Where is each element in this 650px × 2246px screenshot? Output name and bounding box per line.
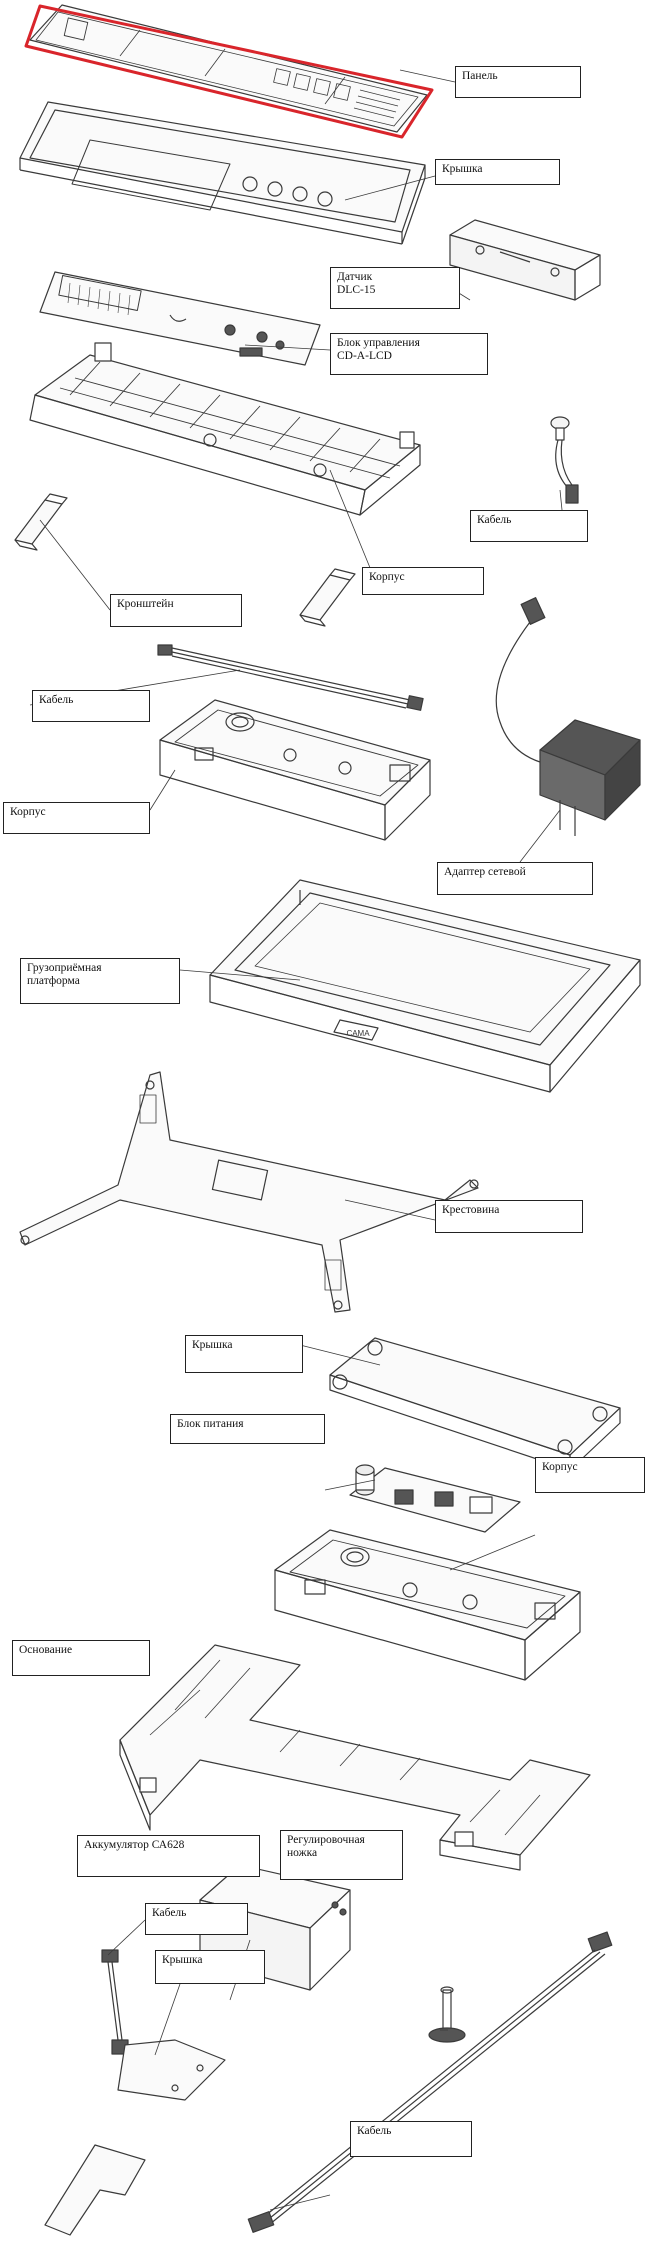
label-cover-small: Крышка: [155, 1950, 265, 1984]
label-cover-lower: Крышка: [185, 1335, 303, 1373]
bracket-left-part: [14, 493, 68, 551]
label-foot: Регулировочная ножка: [280, 1830, 403, 1880]
label-base: Основание: [12, 1640, 150, 1676]
adjustable-foot-part: [428, 1986, 466, 2043]
label-bracket: Кронштейн: [110, 594, 242, 627]
panel-part: [24, 4, 434, 139]
label-cross: Крестовина: [435, 1200, 583, 1233]
sensor-part: [449, 219, 601, 301]
label-housing-lower: Корпус: [535, 1457, 645, 1493]
power-board-part: [349, 1464, 521, 1533]
ribbon-cable-upper-part: [157, 644, 424, 711]
upper-housing-part: [29, 342, 421, 516]
cross-part: [19, 1071, 479, 1313]
label-control-block: Блок управления CD-A-LCD: [330, 333, 488, 375]
label-cable-ribbon-upper: Кабель: [32, 690, 150, 722]
label-housing-upper: Корпус: [362, 567, 484, 595]
lower-cover-part: [329, 1337, 621, 1471]
label-adapter: Адаптер сетевой: [437, 862, 593, 895]
small-cover-upper-part: [117, 2039, 226, 2101]
label-platform: Грузоприёмная платформа: [20, 958, 180, 1004]
label-housing-middle: Корпус: [3, 802, 150, 834]
base-part: [119, 1644, 591, 1871]
label-cable-power: Кабель: [470, 510, 588, 542]
control-board-part: [39, 271, 321, 366]
small-cover-lower-part: [44, 2144, 146, 2236]
label-cable-ribbon-lower: Кабель: [350, 2121, 472, 2157]
bracket-right-part: [299, 568, 356, 627]
label-cover-top: Крышка: [435, 159, 560, 185]
label-cable-small: Кабель: [145, 1903, 248, 1935]
power-cable-part: [550, 416, 579, 504]
power-adapter-part: [495, 597, 641, 836]
platform-logo: CAMA: [346, 1029, 370, 1038]
ribbon-cable-lower-part: [247, 1931, 613, 2233]
label-power-block: Блок питания: [170, 1414, 325, 1444]
label-battery: Аккумулятор СА628: [77, 1835, 260, 1877]
small-cable-part: [101, 1949, 129, 2055]
top-cover-part: [19, 101, 426, 245]
platform-part: CAMA: [209, 879, 641, 1093]
lower-housing-part: [274, 1529, 581, 1681]
middle-housing-part: [159, 699, 431, 841]
label-sensor: Датчик DLC-15: [330, 267, 460, 309]
label-panel: Панель: [455, 66, 581, 98]
